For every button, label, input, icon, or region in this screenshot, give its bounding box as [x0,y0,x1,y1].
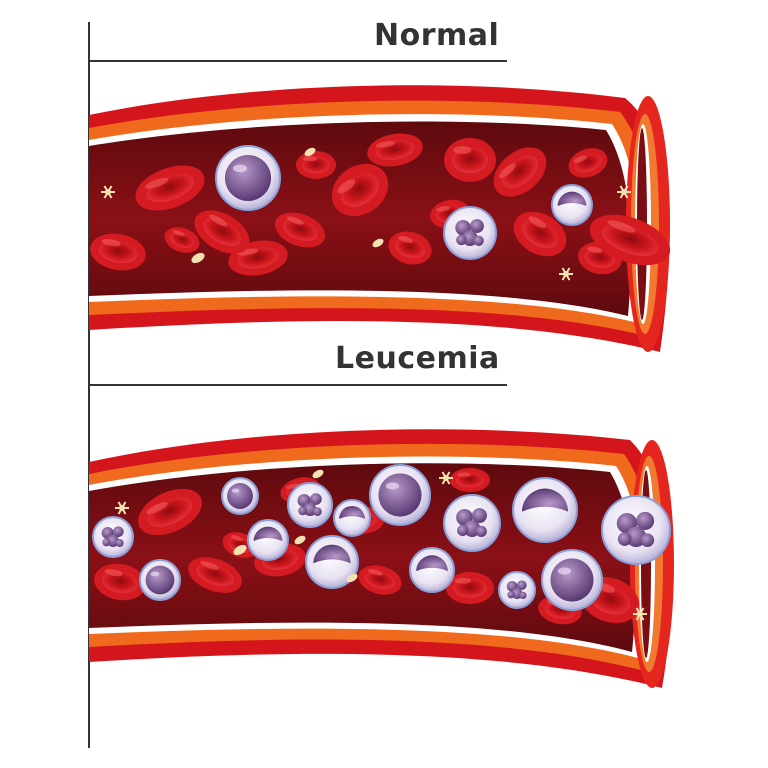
red-blood-cell-icon [444,138,496,182]
platelet-icon [312,469,324,479]
red-blood-cell-icon [296,151,336,179]
red-blood-cell-icon [90,233,146,271]
platelet-icon [559,267,573,281]
normal-title: Normal [374,18,500,53]
white-blood-cell-icon [409,547,455,593]
platelet-icon [346,573,358,583]
platelet-icon [101,185,115,199]
white-blood-cell-icon [512,477,578,543]
red-blood-cell-icon [568,148,608,178]
platelet-icon [304,147,316,157]
normal-blood-cells [90,133,671,281]
white-blood-cell-icon [551,184,593,226]
platelet-icon [617,185,631,199]
red-blood-cell-icon [94,563,146,601]
platelet-icon [233,544,247,556]
red-blood-cell-icon [135,165,205,211]
red-blood-cell-icon [194,210,250,254]
red-blood-cell-icon [493,147,547,197]
red-blood-cell-icon [589,214,671,266]
platelet-icon [372,238,384,248]
red-blood-cell-icon [446,572,494,604]
leucemia-title: Leucemia [335,341,500,376]
neutrophil-icon [443,494,501,552]
red-blood-cell-icon [331,163,389,217]
platelet-icon [191,252,205,264]
white-blood-cell-icon [333,499,371,537]
neutrophil-icon [498,571,536,609]
white-blood-cell-icon [305,535,359,589]
platelet-icon [633,607,647,621]
red-blood-cell-icon [138,488,202,536]
neutrophil-icon [92,516,134,558]
red-blood-cell-icon [388,231,432,265]
neutrophil-icon [287,482,333,528]
red-blood-cell-icon [188,557,242,593]
red-blood-cell-icon [513,211,567,257]
platelet-icon [439,471,453,485]
leucemia-blood-cells [92,464,671,625]
white-blood-cell-icon [221,477,259,515]
white-blood-cell-icon [369,464,431,526]
white-blood-cell-icon [215,145,281,211]
leucemia-vessel-lumen [89,463,636,652]
white-blood-cell-icon [247,519,289,561]
platelet-icon [294,535,306,545]
red-blood-cell-icon [367,133,423,167]
white-blood-cell-icon [541,549,603,611]
neutrophil-icon [443,206,497,260]
red-blood-cell-icon [274,212,326,248]
red-blood-cell-icon [164,227,200,253]
platelet-icon [115,501,129,515]
red-blood-cell-icon [450,468,490,492]
neutrophil-icon [601,495,671,565]
white-blood-cell-icon [139,559,181,601]
red-blood-cell-icon [358,565,402,595]
